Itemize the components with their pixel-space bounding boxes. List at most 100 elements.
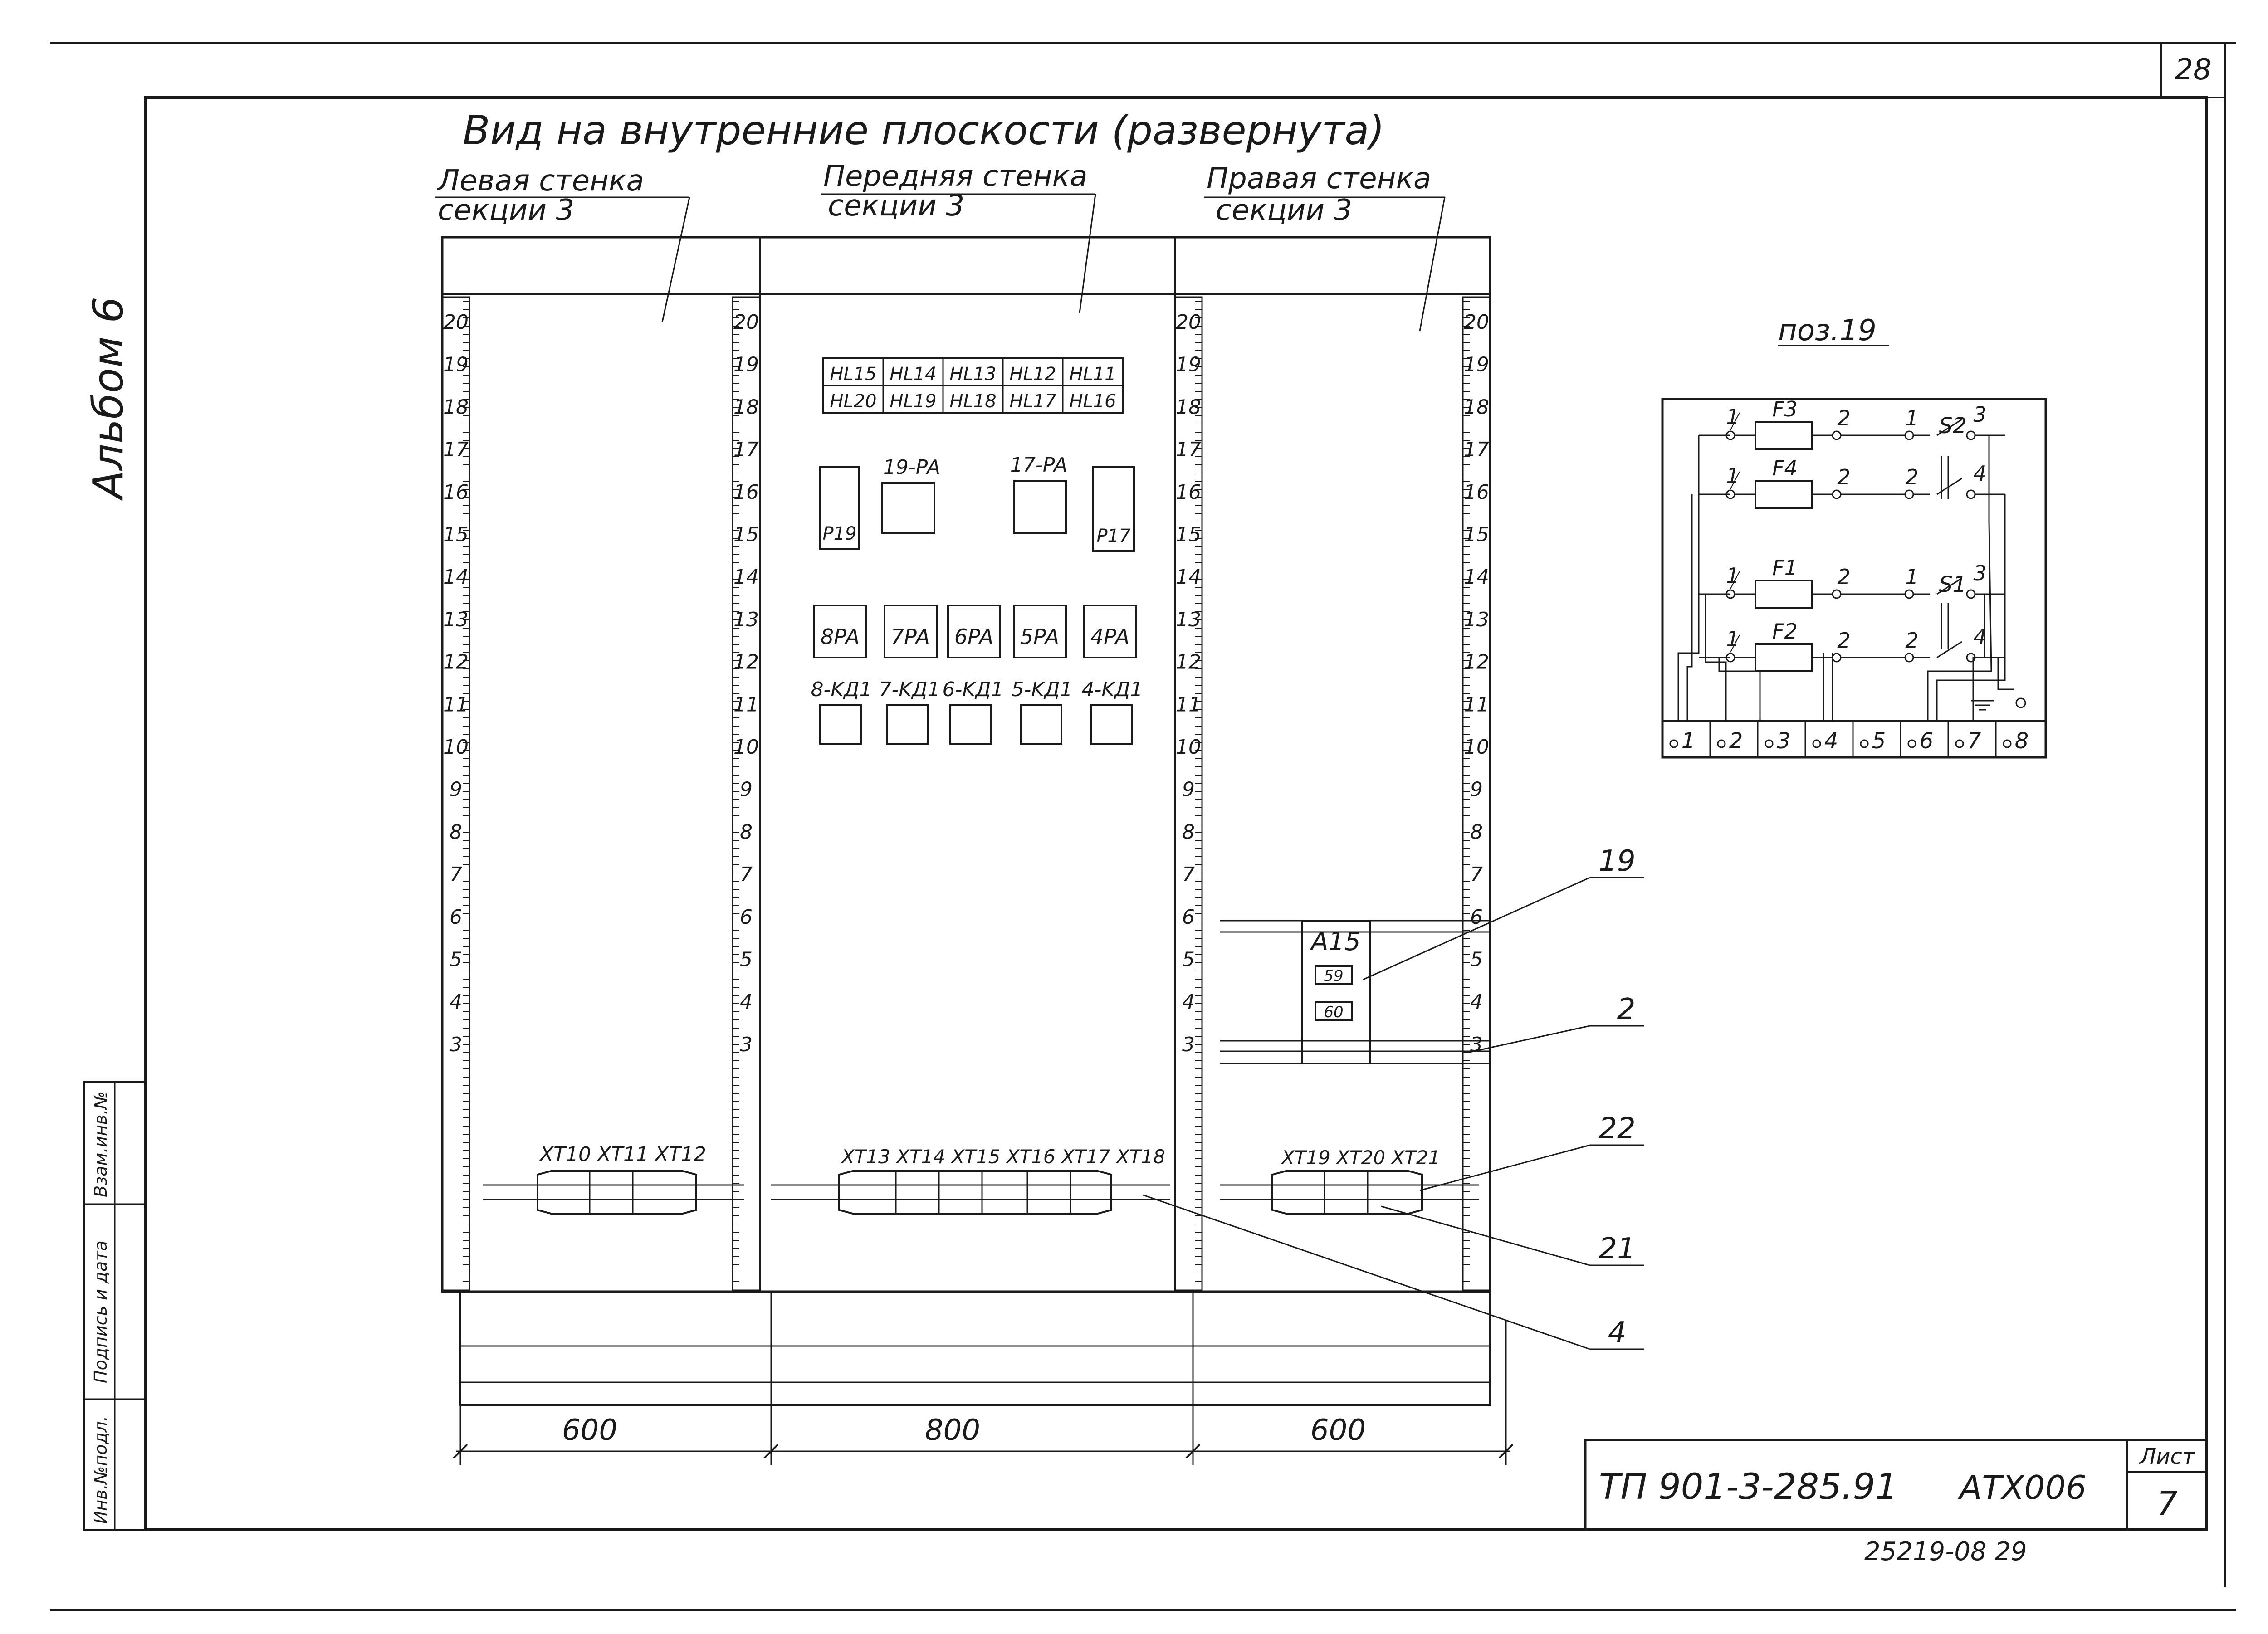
sheet-frame: 28 xyxy=(50,42,2236,1611)
pin-label: 4 xyxy=(1973,461,1986,486)
dim-left: 600 xyxy=(562,1414,617,1447)
pin-label: 2 xyxy=(1837,465,1850,489)
rail-number: 9 xyxy=(740,778,753,801)
pin-label: 2 xyxy=(1905,465,1918,489)
lamp-hl13: HL13 xyxy=(949,364,996,385)
rail-number: 15 xyxy=(443,523,469,546)
switch-blade xyxy=(1936,577,1962,595)
rail-number: 4 xyxy=(1470,990,1483,1014)
callout-19: 19 xyxy=(1598,844,1635,878)
rail-number: 17 xyxy=(443,438,469,461)
terminal-label: 5 xyxy=(1872,728,1886,754)
terminal-label: 3 xyxy=(1777,728,1791,754)
pin-label: 3 xyxy=(1973,402,1986,427)
switch-blade xyxy=(1936,478,1962,495)
rail-number: 19 xyxy=(733,353,759,376)
pin-label: 1 xyxy=(1726,627,1739,651)
fuse-label: F2 xyxy=(1772,619,1798,644)
pin-label: 2 xyxy=(1837,406,1850,430)
fuse-label: F3 xyxy=(1772,397,1798,421)
pin-label: 2 xyxy=(1837,565,1850,589)
pos19-switch-s1: S1 xyxy=(1939,572,1966,597)
pin-tick xyxy=(1730,471,1740,489)
rail-number: 18 xyxy=(443,395,469,419)
doc-mark: АТХ006 xyxy=(1958,1468,2087,1507)
callout-21: 21 xyxy=(1598,1232,1635,1266)
album-label: Альбом 6 xyxy=(84,297,132,501)
pa-5: 5PA xyxy=(1020,624,1059,649)
rail-number: 13 xyxy=(1464,608,1489,631)
rail-body xyxy=(1462,296,1491,1291)
callout-22: 22 xyxy=(1598,1112,1635,1146)
pin-tick xyxy=(1730,571,1740,589)
rail-number: 16 xyxy=(1176,481,1201,504)
contact-dot xyxy=(1904,589,1914,599)
dim-front: 800 xyxy=(925,1414,980,1447)
corner-number: 28 xyxy=(2175,53,2211,87)
pin-label: 3 xyxy=(1973,561,1986,585)
rail-body xyxy=(732,296,761,1291)
rail-number: 11 xyxy=(1176,693,1201,716)
drawing-title: Вид на внутренние плоскости (развернута) xyxy=(463,107,1385,154)
left-margin: Альбом 6 Инв.№подл. Подпись и дата Взам.… xyxy=(83,297,146,1531)
front-panel-devices: HL15 HL14 HL13 HL12 HL11 HL20 HL19 HL18 … xyxy=(811,357,1143,745)
terminal-label: 6 xyxy=(1920,728,1934,754)
rail-number: 4 xyxy=(1182,990,1195,1014)
kd-8: 8-KД1 xyxy=(811,678,872,701)
fuse-body xyxy=(1755,480,1813,509)
lamp-hl11: HL11 xyxy=(1069,364,1116,385)
contact-dot xyxy=(1904,653,1914,663)
rail-number: 7 xyxy=(1182,863,1195,886)
rail-number: 3 xyxy=(1470,1033,1483,1056)
contact-dot xyxy=(1966,589,1976,599)
callout-4: 4 xyxy=(1608,1316,1627,1350)
rail-number: 7 xyxy=(740,863,753,886)
terminal-dot xyxy=(1907,739,1916,748)
callouts: 19 2 22 21 4 xyxy=(1143,844,1644,1350)
rail-number: 8 xyxy=(450,820,462,844)
meter-p17: P17 xyxy=(1096,526,1131,546)
fuse-body xyxy=(1755,421,1813,450)
rail-number: 20 xyxy=(733,311,759,334)
doc-code: ТП 901-3-285.91 xyxy=(1599,1467,1898,1507)
rail-number: 5 xyxy=(740,948,753,971)
contact-dot xyxy=(1832,430,1842,440)
lamp-hl17: HL17 xyxy=(1009,391,1056,412)
pin-label: 2 xyxy=(1837,628,1850,653)
contact-dot xyxy=(1966,489,1976,499)
rail-number: 12 xyxy=(1464,651,1489,674)
rail-number: 19 xyxy=(443,353,469,376)
contact-dot xyxy=(1904,430,1914,440)
rail-number: 14 xyxy=(1176,566,1201,589)
title-block: ТП 901-3-285.91 АТХ006 Лист 7 25219-08 2… xyxy=(1584,1439,2208,1566)
rail-number: 6 xyxy=(740,906,753,929)
rail-number: 3 xyxy=(740,1033,753,1056)
wall-right-label-2: секции 3 xyxy=(1216,194,1352,227)
rail-number: 18 xyxy=(1464,395,1489,419)
contact-dot xyxy=(1832,489,1842,499)
rail-number: 10 xyxy=(1464,736,1489,759)
pin-label: 2 xyxy=(1905,628,1918,653)
contact-dot xyxy=(1966,430,1976,440)
rail-number: 19 xyxy=(1176,353,1201,376)
rail-number: 12 xyxy=(443,651,469,674)
rail-number: 12 xyxy=(1176,651,1201,674)
fuse-body xyxy=(1755,580,1813,609)
box-a15-item-59: 59 xyxy=(1324,967,1343,985)
sheet-label: Лист xyxy=(2139,1444,2196,1469)
rail-number: 11 xyxy=(1464,693,1489,716)
kd-6: 6-KД1 xyxy=(942,678,1003,701)
lamp-hl18: HL18 xyxy=(949,391,996,412)
terminal-dot xyxy=(1860,739,1869,748)
kd-5: 5-KД1 xyxy=(1011,678,1072,701)
terminal-right-label: XT19 XT20 XT21 xyxy=(1281,1146,1440,1169)
stamp-inv: Инв.№подл. xyxy=(91,1416,111,1524)
rail-number: 16 xyxy=(1464,481,1489,504)
rail-number: 6 xyxy=(1182,906,1195,929)
terminal-dot xyxy=(1812,739,1821,748)
contact-dot xyxy=(1832,653,1842,663)
pin-label: 1 xyxy=(1726,563,1739,588)
rail-number: 4 xyxy=(740,990,753,1014)
